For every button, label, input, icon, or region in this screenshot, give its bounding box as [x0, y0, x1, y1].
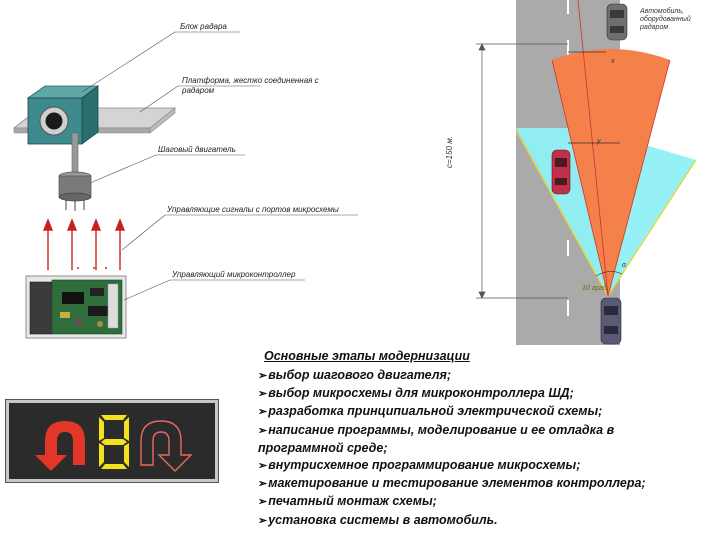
stepper-motor — [58, 171, 92, 211]
display-graphics: 8 — [35, 415, 193, 472]
radar-unit — [26, 85, 100, 145]
page-title: Основные этапы модернизации — [264, 349, 470, 363]
right-turn-arrow-outline-icon — [140, 420, 193, 472]
oncoming-car — [606, 3, 628, 41]
label-distance: c=150 м. — [445, 136, 454, 168]
leader-lines — [81, 31, 358, 301]
step-item: ➢установка системы в автомобиль. — [258, 512, 678, 530]
step-text: установка системы в автомобиль. — [268, 512, 498, 527]
label-y: y — [597, 138, 601, 145]
label-stepper-motor: Шаговый двигатель — [158, 145, 236, 154]
controller-board — [25, 275, 127, 339]
radar-equipped-car — [600, 297, 622, 345]
step-text: разработка принципиальной электрической … — [268, 404, 603, 419]
step-item: ➢разработка принципиальной электрической… — [258, 403, 678, 421]
step-text: выбор микросхемы для микроконтроллера ШД… — [268, 386, 574, 401]
bullet-arrow-icon: ➢ — [258, 406, 268, 419]
step-item: ➢печатный монтаж схемы; — [258, 493, 678, 511]
bullet-arrow-icon: ➢ — [258, 370, 268, 382]
step-text: написание программы, моделирование и ее … — [258, 422, 615, 455]
label-x: x — [611, 58, 615, 65]
label-angle-caption: 10 град. — [582, 285, 609, 292]
step-text: печатный монтаж схемы; — [268, 494, 437, 509]
label-car-note: Автомобиль, оборудованный радаром — [640, 8, 691, 31]
step-text: макетирование и тестирование элементов к… — [268, 476, 646, 491]
bullet-arrow-icon: ➢ — [258, 514, 268, 527]
step-text: внутрисхемное программирование микросхем… — [268, 458, 581, 473]
left-turn-arrow-icon — [35, 421, 85, 471]
bullet-arrow-icon: ➢ — [258, 478, 268, 491]
beam-axes — [551, 0, 671, 297]
radar-mechanism-diagram — [12, 31, 358, 339]
control-signal-arrows — [42, 218, 126, 270]
label-angle: α — [622, 262, 626, 269]
signal-dots — [77, 267, 107, 269]
label-controller: Управляющий микроконтроллер — [172, 270, 296, 279]
beam-edges — [515, 129, 697, 297]
label-platform: Платформа, жестко соединенная с радаром — [182, 76, 319, 95]
angle-arc — [595, 271, 623, 277]
bullet-arrow-icon: ➢ — [258, 460, 268, 473]
bullet-arrow-icon: ➢ — [258, 388, 268, 401]
step-item: ➢выбор шагового двигателя; — [258, 367, 678, 385]
narrow-radar-beam — [552, 49, 670, 296]
turn-signal-display: 8 — [6, 400, 218, 482]
bullet-arrow-icon: ➢ — [258, 424, 268, 437]
label-control-signals: Управляющие сигналы с портов микросхемы — [167, 205, 339, 214]
label-radar-unit: Блок радара — [180, 22, 227, 31]
dimension-lines — [568, 51, 620, 144]
target-car — [551, 149, 571, 195]
seven-segment-digit — [99, 415, 129, 469]
motor-shaft — [71, 132, 79, 174]
bullet-arrow-icon: ➢ — [258, 496, 268, 509]
step-item: ➢написание программы, моделирование и ее… — [258, 422, 678, 457]
step-item: ➢внутрисхемное программирование микросхе… — [258, 457, 678, 475]
steps-list: ➢выбор шагового двигателя;➢выбор микросх… — [258, 367, 678, 530]
distance-dimension — [476, 43, 568, 299]
step-item: ➢макетирование и тестирование элементов … — [258, 475, 678, 493]
road-coverage-diagram — [476, 0, 697, 345]
step-text: выбор шагового двигателя; — [268, 368, 452, 382]
step-item: ➢выбор микросхемы для микроконтроллера Ш… — [258, 385, 678, 403]
